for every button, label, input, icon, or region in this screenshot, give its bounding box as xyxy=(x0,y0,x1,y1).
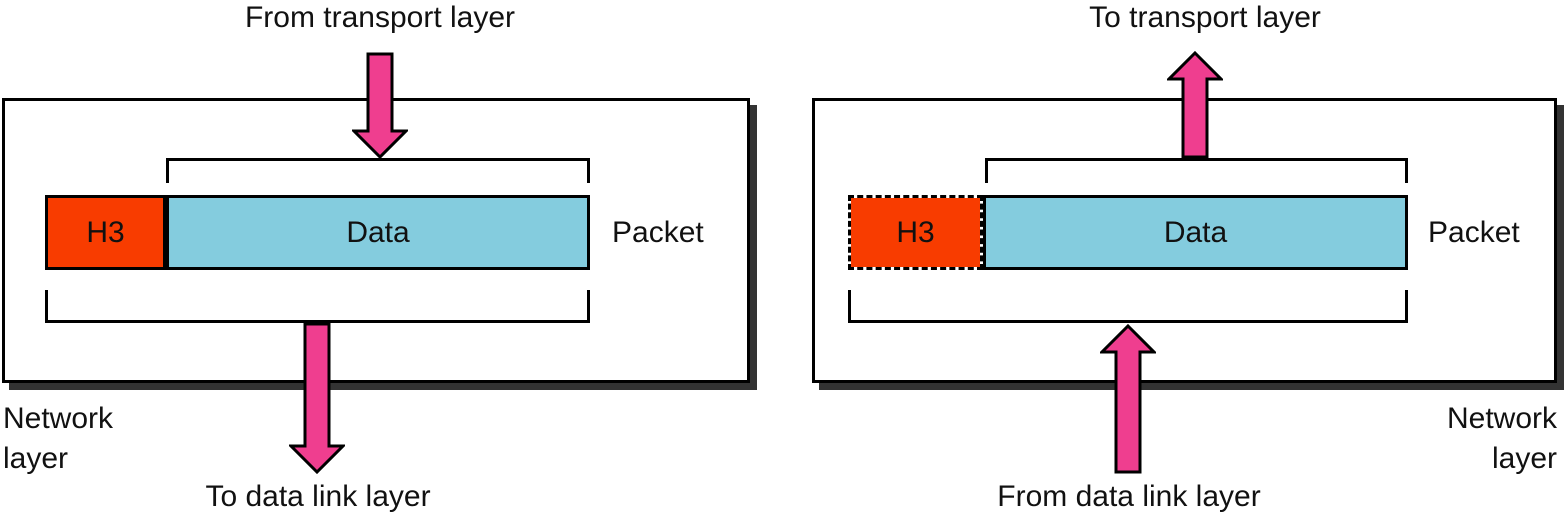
left-packet-bracket xyxy=(45,290,590,323)
block-arrow-down-icon xyxy=(289,322,345,474)
left-h3-header-box: H3 xyxy=(45,195,166,270)
block-arrow-up-icon xyxy=(1167,51,1223,159)
data-label: Data xyxy=(346,215,410,249)
left-data-bracket xyxy=(166,158,590,183)
left-data-box: Data xyxy=(166,195,590,270)
right-from-datalink-label: From data link layer xyxy=(997,480,1261,513)
right-data-box: Data xyxy=(983,195,1408,270)
left-from-transport-label: From transport layer xyxy=(244,1,516,34)
left-network-layer-label: Network layer xyxy=(3,399,113,479)
block-arrow-up-icon xyxy=(1100,324,1156,474)
right-network-layer-label: Network layer xyxy=(1447,399,1557,479)
network-layer-label-line2: layer xyxy=(3,442,69,475)
right-to-transport-label: To transport layer xyxy=(1089,1,1321,34)
network-layer-label-line1: Network xyxy=(3,402,114,435)
right-h3-header-box-dashed: H3 xyxy=(848,195,983,270)
left-to-datalink-label: To data link layer xyxy=(205,480,431,513)
right-data-bracket xyxy=(985,158,1408,183)
h3-label: H3 xyxy=(86,215,125,249)
network-layer-label-line1: Network xyxy=(1446,402,1557,435)
left-packet-label: Packet xyxy=(612,216,704,249)
block-arrow-down-icon xyxy=(352,52,408,159)
network-layer-label-line2: layer xyxy=(1491,442,1557,475)
data-label: Data xyxy=(1163,215,1228,249)
h3-label: H3 xyxy=(896,215,935,249)
right-packet-label: Packet xyxy=(1428,216,1520,249)
right-packet-bracket xyxy=(848,290,1408,323)
